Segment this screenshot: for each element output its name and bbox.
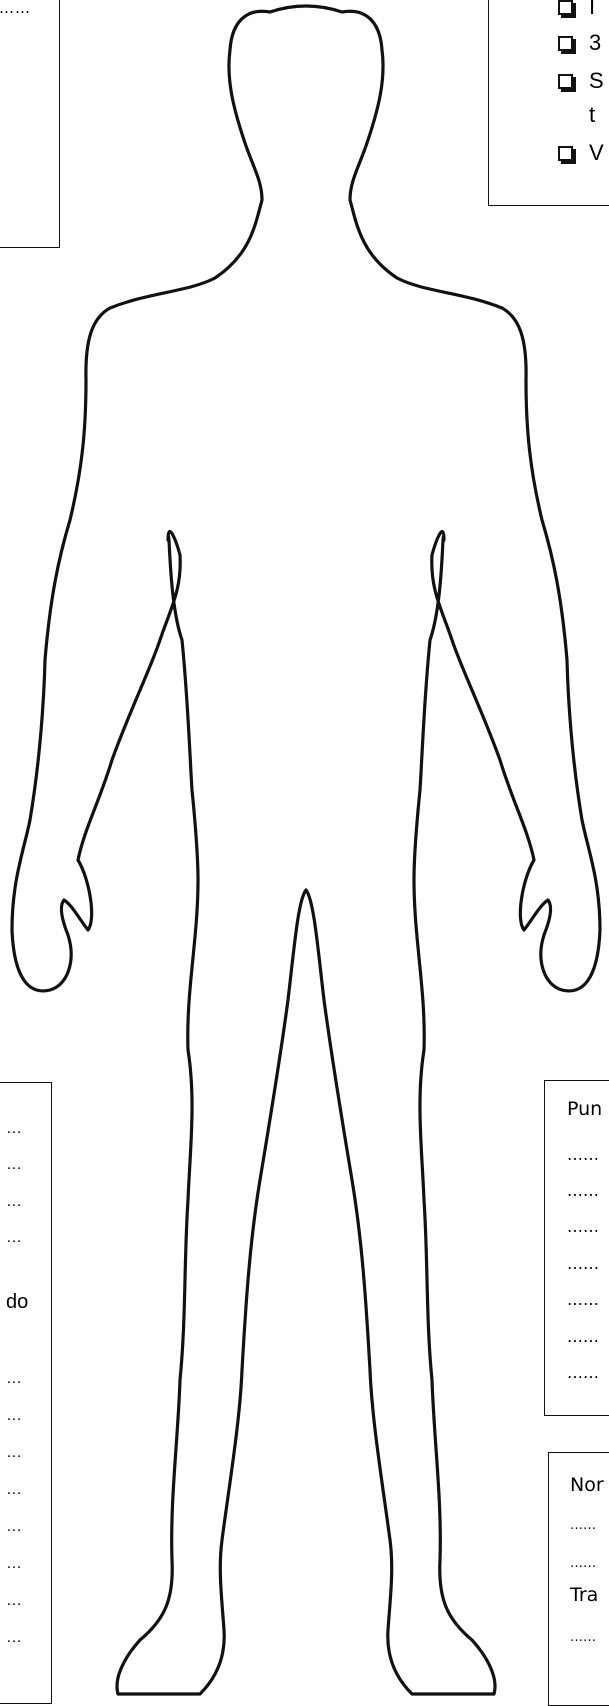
human-body-outline bbox=[0, 0, 609, 1701]
